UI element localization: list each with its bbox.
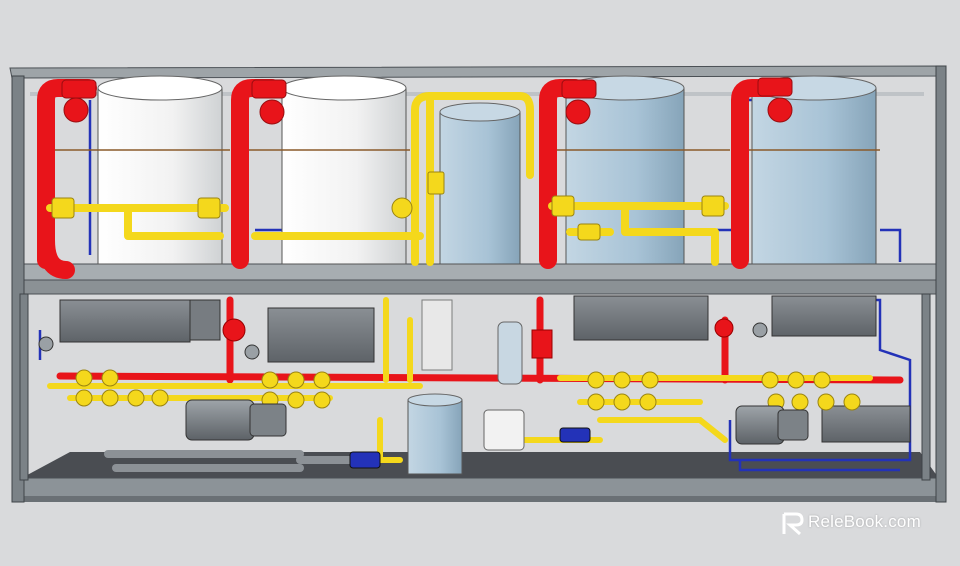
burner-boxes [59,295,911,443]
blue-tank-center [439,102,521,265]
relebook-logo-icon [782,512,804,536]
gauges [38,322,768,360]
pump-motors [185,399,809,445]
gas-valves-lower [75,369,861,411]
base-beam-lower [14,496,942,502]
gas-pipes-upper [46,92,729,266]
fire-pipe-burners [61,77,793,125]
red-fittings-lower [222,318,734,359]
frame-posts [11,65,947,503]
fire-pipes-upper [37,79,779,279]
watermark: ReleBook.com [808,512,921,532]
filter-columns [421,299,525,451]
watermark-text: ReleBook.com [808,512,921,531]
floor-pipes [104,450,354,472]
small-blue-pumps [349,427,591,469]
upper-deck-beam-2 [13,279,943,295]
upper-deck-beam [13,263,943,281]
gas-valves-upper [51,171,725,241]
blue-vessel-lower [407,393,463,475]
floor-plate [18,452,940,480]
